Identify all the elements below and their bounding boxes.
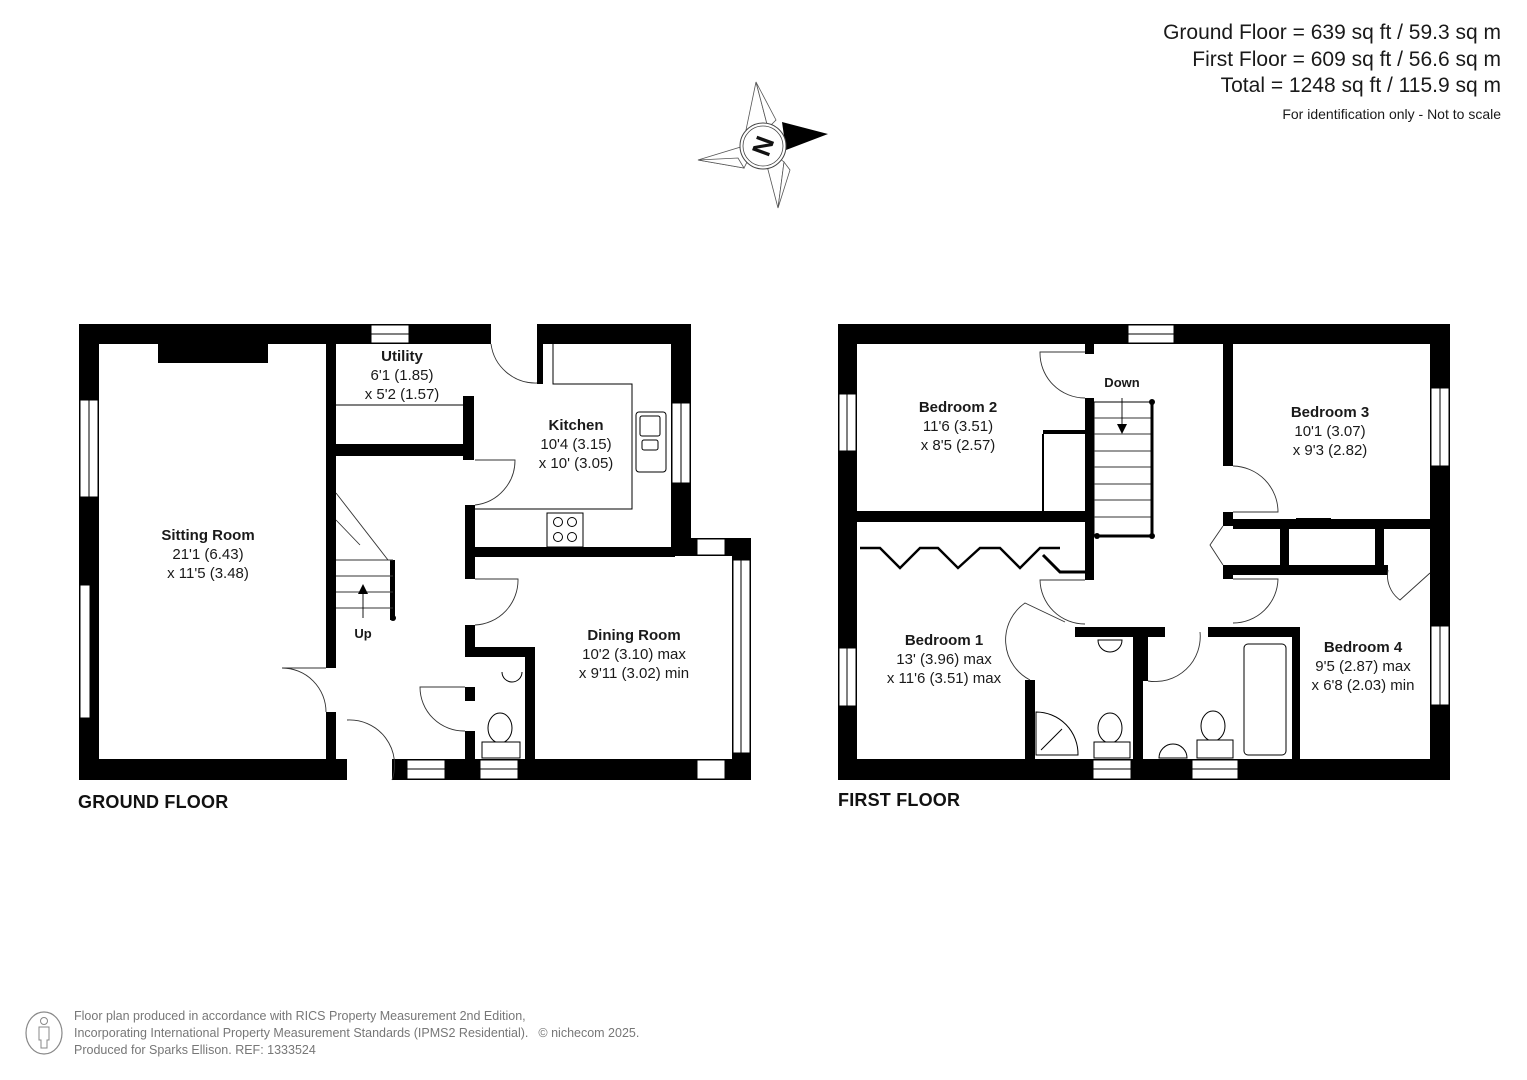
- first-floor-title: FIRST FLOOR: [838, 790, 961, 810]
- ground-floor-doors-stairs: [281, 343, 538, 781]
- ground-floor-title: GROUND FLOOR: [78, 792, 229, 812]
- room-bedroom-2: Bedroom 2 11'6 (3.51) x 8'5 (2.57): [918, 399, 998, 454]
- room-sitting-room: Sitting Room 21'1 (6.43) x 11'5 (3.48): [161, 527, 255, 582]
- ground-floor-area: Ground Floor = 639 sq ft / 59.3 sq m: [1163, 21, 1501, 44]
- room-bedroom-3: Bedroom 3 10'1 (3.07) x 9'3 (2.82): [1290, 404, 1370, 459]
- area-summary: Ground Floor = 639 sq ft / 59.3 sq m Fir…: [1163, 20, 1501, 122]
- stairs-down-label: Down: [1104, 375, 1140, 390]
- scale-disclaimer: For identification only - Not to scale: [1282, 105, 1501, 122]
- ground-floor-fixtures: [79, 324, 751, 780]
- footer: Floor plan produced in accordance with R…: [24, 1008, 639, 1059]
- first-floor-area: First Floor = 609 sq ft / 56.6 sq m: [1192, 47, 1501, 71]
- compass-rose-icon: N: [697, 81, 828, 209]
- first-floor-plan: [838, 324, 1450, 780]
- first-floor-doors-stairs: [860, 351, 1431, 683]
- stairs-up-label: Up: [354, 626, 372, 641]
- footer-line-3: Produced for Sparks Ellison. REF: 133352…: [74, 1043, 316, 1057]
- footer-line-2: Incorporating International Property Mea…: [74, 1026, 529, 1040]
- room-dining-room: Dining Room 10'2 (3.10) max x 9'11 (3.02…: [578, 627, 690, 682]
- copyright-brand: © nichecom 2025.: [538, 1026, 640, 1040]
- footer-line-1: Floor plan produced in accordance with R…: [74, 1009, 526, 1023]
- first-floor-fixtures: [838, 324, 1450, 780]
- room-bedroom-1: Bedroom 1 13' (3.96) max x 11'6 (3.51) m…: [886, 632, 1002, 687]
- room-utility: Utility 6'1 (1.85) x 5'2 (1.57): [364, 348, 440, 403]
- room-bedroom-4: Bedroom 4 9'5 (2.87) max x 6'8 (2.03) mi…: [1311, 639, 1415, 694]
- person-outline-icon: [25, 1011, 63, 1055]
- room-kitchen: Kitchen 10'4 (3.15) x 10' (3.05): [538, 417, 614, 472]
- total-area: Total = 1248 sq ft / 115.9 sq m: [1220, 74, 1501, 97]
